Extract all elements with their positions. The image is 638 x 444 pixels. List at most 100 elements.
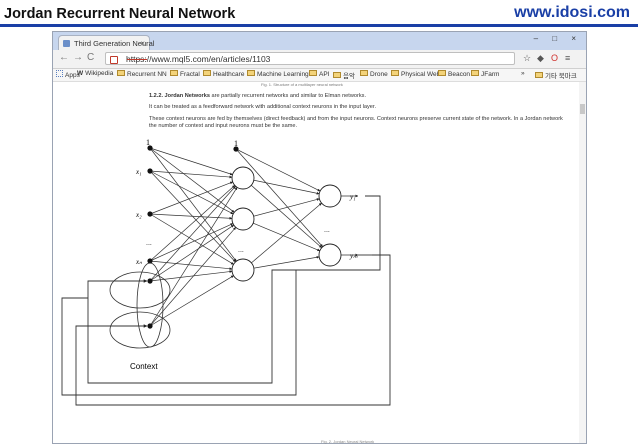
network-nodes bbox=[147, 145, 342, 329]
edge-hidden-1-output-0 bbox=[253, 179, 320, 195]
folder-icon bbox=[170, 70, 178, 76]
bookmark-label: Physical Web bbox=[401, 71, 441, 78]
edge-input-4-hidden-1 bbox=[149, 224, 235, 282]
feedback-paths bbox=[61, 195, 391, 406]
edge-input-1-hidden-0 bbox=[149, 170, 233, 179]
output-neuron-1 bbox=[318, 184, 342, 208]
folder-icon bbox=[117, 70, 125, 76]
bookmark-label: Drone bbox=[370, 71, 388, 78]
bookmark-recurrent-nn[interactable]: Recurrent NN bbox=[117, 70, 167, 78]
context-node-1 bbox=[147, 278, 153, 284]
forward-icon[interactable]: → bbox=[73, 52, 83, 63]
folder-icon bbox=[247, 70, 255, 76]
context-ellipse-2 bbox=[109, 311, 171, 349]
bookmark-jfarm[interactable]: JFarm bbox=[471, 70, 499, 78]
context-group-ellipse bbox=[136, 262, 164, 348]
reload-icon[interactable]: C bbox=[87, 52, 95, 63]
folder-icon bbox=[333, 72, 341, 78]
bookmarks-overflow[interactable]: » bbox=[521, 70, 525, 77]
input-bias-node bbox=[147, 145, 153, 151]
input-node-1 bbox=[147, 168, 153, 174]
folder-icon bbox=[360, 70, 368, 76]
bookmark-label: Healthcare bbox=[213, 71, 245, 78]
hidden-neuron-3 bbox=[231, 258, 255, 282]
output-ellipsis: ... bbox=[324, 227, 330, 234]
bookmark-label: Recurrent NN bbox=[127, 71, 167, 78]
edge-input-3-hidden-1 bbox=[149, 223, 234, 262]
hidden-neuron-1 bbox=[231, 166, 255, 190]
edge-input-3-hidden-0 bbox=[149, 185, 236, 262]
edge-input-5-hidden-0 bbox=[149, 187, 238, 327]
bookmark-label: Wikipedia bbox=[85, 70, 114, 77]
paragraph-feedforward: It can be treated as a feedforward netwo… bbox=[149, 104, 376, 110]
jordan-network-diagram: 1 1 x₁ x₂ xₙ ... ... ... y₁ yₘ Context bbox=[61, 138, 391, 406]
edge-input-4-hidden-0 bbox=[149, 185, 236, 282]
edge-hidden-2-output-0 bbox=[253, 198, 320, 217]
edge-input-2-hidden-0 bbox=[149, 181, 233, 215]
bookmark-api[interactable]: API bbox=[309, 70, 329, 78]
window-controls[interactable]: – □ × bbox=[533, 34, 582, 43]
folder-icon bbox=[391, 70, 399, 76]
bookmark-apps[interactable]: Apps bbox=[56, 70, 80, 79]
paragraph-jordan: 1.2.2. Jordan Networks are partially rec… bbox=[149, 93, 567, 100]
context-node-2 bbox=[147, 323, 153, 329]
browser-tab[interactable]: Third Generation Neural × bbox=[58, 35, 154, 50]
bookmark-beacon[interactable]: Beacon bbox=[438, 70, 470, 78]
slide-title: Jordan Recurrent Neural Network bbox=[4, 6, 236, 22]
bookmark-label: 음악 bbox=[343, 73, 355, 80]
favicon-icon bbox=[63, 40, 70, 47]
input-label-n: xₙ bbox=[135, 258, 142, 266]
apps-icon bbox=[56, 70, 63, 77]
feedback-path-3 bbox=[61, 270, 297, 396]
wikipedia-icon: W bbox=[77, 70, 84, 77]
input-bias-label: 1 bbox=[146, 138, 150, 147]
bookmark-label: Apps bbox=[65, 72, 80, 79]
edge-hidden-3-output-1 bbox=[253, 255, 320, 269]
scroll-thumb[interactable] bbox=[580, 104, 585, 114]
bookmark-healthcare[interactable]: Healthcare bbox=[203, 70, 244, 78]
bookmark-label: Beacon bbox=[448, 71, 471, 78]
tab-title: Third Generation Neural bbox=[74, 39, 155, 48]
edge-hidden-0-output-1 bbox=[235, 148, 323, 248]
back-icon[interactable]: ← bbox=[59, 52, 69, 63]
bookmark-physical-web[interactable]: Physical Web bbox=[391, 70, 440, 78]
bookmark-label: JFarm bbox=[481, 71, 500, 78]
bookmark-fractal[interactable]: Fractal bbox=[170, 70, 200, 78]
output-label-m: yₘ bbox=[349, 252, 358, 260]
https-strike-icon bbox=[127, 59, 147, 60]
bottom-caption: Fig. 2. Jordan Neural Network bbox=[321, 439, 375, 444]
edge-input-5-hidden-2 bbox=[149, 275, 234, 327]
hidden-ellipsis: ... bbox=[238, 247, 244, 254]
input-label-2: x₂ bbox=[135, 211, 142, 219]
folder-icon bbox=[471, 70, 479, 76]
extension-icon[interactable]: ◆ bbox=[537, 53, 544, 63]
url-text: https://www.mql5.com/en/articles/1103 bbox=[126, 54, 271, 64]
edge-input-0-hidden-2 bbox=[149, 147, 237, 262]
bookmark-music[interactable]: 음악 bbox=[333, 70, 355, 80]
bookmark-star-icon[interactable]: ☆ bbox=[523, 53, 532, 63]
bookmark-other[interactable]: 기타 북마크 bbox=[535, 70, 577, 80]
input-ellipsis: ... bbox=[146, 240, 152, 247]
hidden-bias-node bbox=[233, 146, 239, 152]
hidden-bias-label: 1 bbox=[234, 139, 238, 148]
scrollbar[interactable] bbox=[579, 82, 586, 443]
folder-icon bbox=[309, 70, 317, 76]
menu-icon[interactable]: ≡ bbox=[565, 53, 571, 63]
edge-hidden-3-output-0 bbox=[251, 202, 322, 264]
opera-icon[interactable]: O bbox=[551, 53, 559, 63]
tab-close-icon[interactable]: × bbox=[140, 39, 145, 48]
bookmark-machine-learning[interactable]: Machine Learning bbox=[247, 70, 309, 78]
figure-caption: Fig. 1. Structure of a multilayer neural… bbox=[261, 82, 343, 87]
context-ellipse-1 bbox=[109, 271, 171, 309]
lock-icon bbox=[110, 56, 118, 64]
input-label-1: x₁ bbox=[135, 168, 142, 176]
slide-brand: www.idosi.com bbox=[514, 4, 630, 21]
bookmark-label: Machine Learning bbox=[257, 71, 309, 78]
input-node-2 bbox=[147, 211, 153, 217]
folder-icon bbox=[203, 70, 211, 76]
bookmark-drone[interactable]: Drone bbox=[360, 70, 388, 78]
address-bar[interactable]: https://www.mql5.com/en/articles/1103 bbox=[105, 52, 515, 65]
edge-input-0-hidden-1 bbox=[149, 147, 235, 213]
